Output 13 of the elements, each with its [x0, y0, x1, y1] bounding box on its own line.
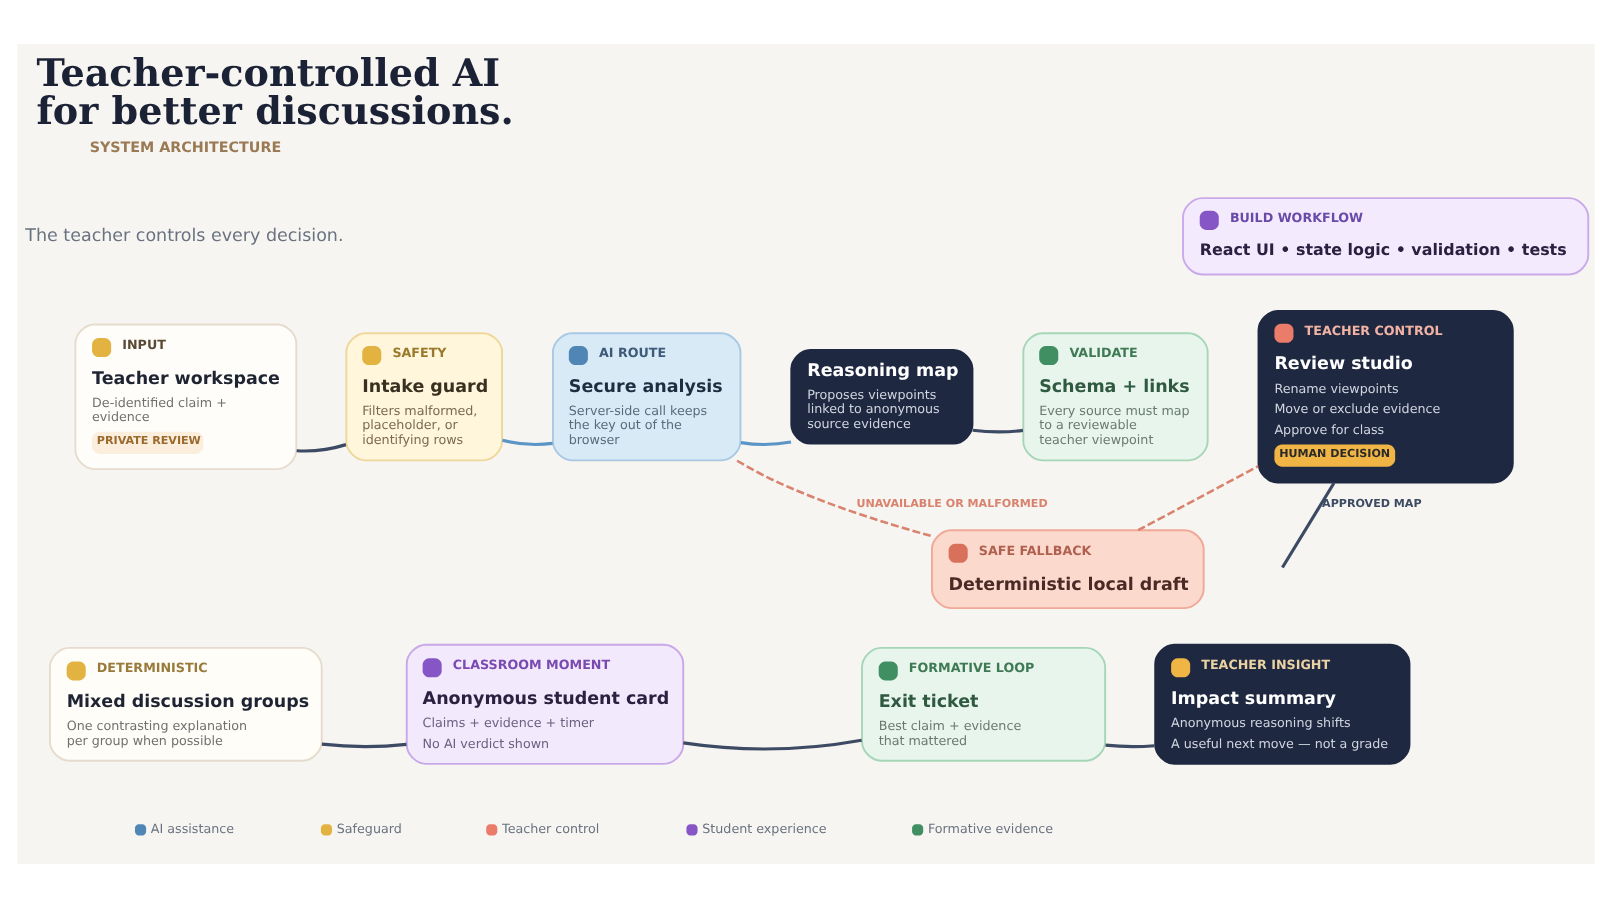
connector: [972, 427, 1024, 433]
connector: [502, 437, 553, 446]
connector: [296, 442, 347, 452]
connector: [740, 439, 792, 446]
diagram-title: Teacher-controlled AI for better discussions.: [36, 50, 514, 133]
connector: [321, 741, 407, 748]
connector: [1281, 481, 1336, 568]
label: The teacher controls every decision.: [25, 225, 344, 246]
label: SYSTEM ARCHITECTURE: [89, 137, 282, 156]
connector: [736, 458, 933, 537]
connector: [683, 737, 862, 750]
connector: [1105, 742, 1155, 748]
connector: [1137, 464, 1259, 531]
